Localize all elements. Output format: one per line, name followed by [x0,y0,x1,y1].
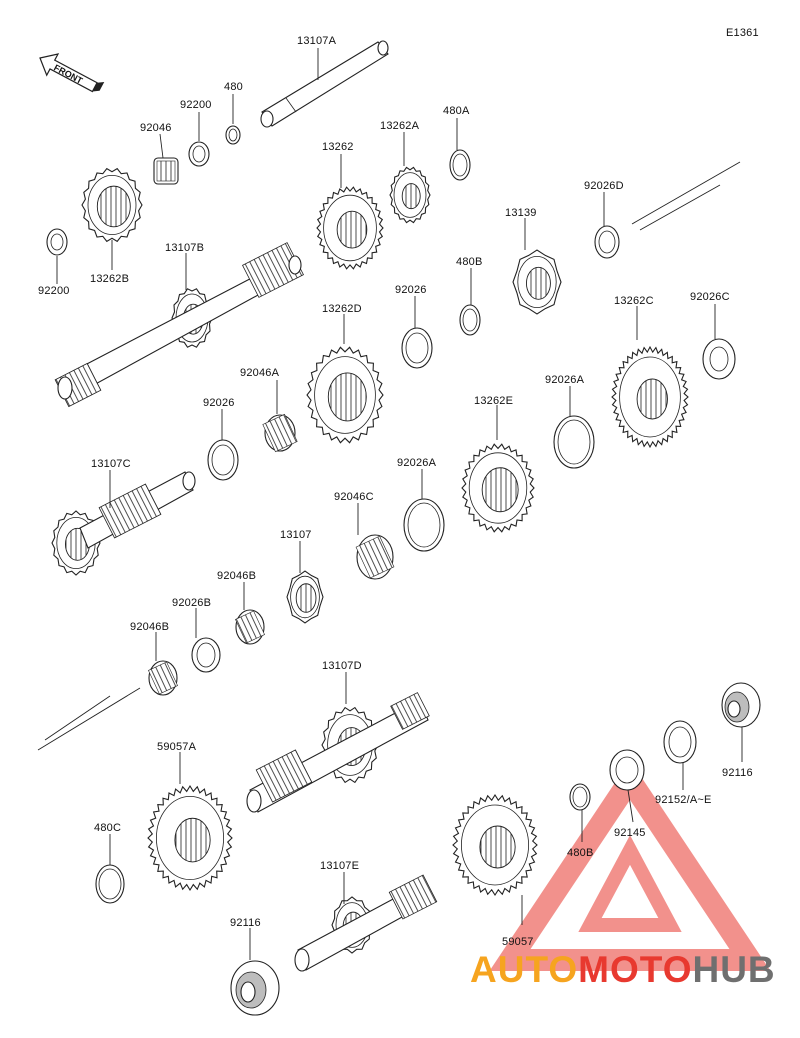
ring-480 [225,125,241,145]
label-13107C: 13107C [91,458,131,470]
bearing-92046B-upper [235,609,265,645]
gear-13262A [389,166,431,224]
gear-59057A [147,784,233,892]
label-13262A: 13262A [380,120,420,132]
watermark-triangle [489,760,771,971]
label-13107A: 13107A [297,35,337,47]
washer-92026C [702,338,736,380]
washer-92026A-upper [553,415,595,469]
label-13107D: 13107D [322,660,362,672]
washer-92200-top [188,141,210,167]
shaft-13107D [246,692,430,813]
watermark-moto: MOTO [578,949,692,990]
label-92046C: 92046C [334,491,374,503]
gear-13262 [316,186,384,270]
washer-92026A-lower [403,498,445,552]
diagram-code: E1361 [726,27,759,39]
label-480C: 480C [94,822,121,834]
label-92046A: 92046A [240,367,280,379]
label-13262C: 13262C [614,295,654,307]
label-92026C: 92026C [690,291,730,303]
svg-text:AUTOMOTOHUB: AUTOMOTOHUB [470,949,776,990]
label-13107B: 13107B [165,242,204,254]
washer-92026-upper [401,327,433,369]
label-59057: 59057 [502,936,534,948]
label-92152: 92152/A~E [655,794,712,806]
gear-59057 [452,793,538,897]
bearing-92046-top [153,157,179,185]
label-92116-right: 92116 [722,767,753,779]
bearing-92046B-lower [148,660,178,696]
label-13262: 13262 [322,141,354,153]
gear-13262D [306,346,384,444]
shim-92152 [663,720,697,764]
front-arrow-icon: FRONT [39,53,105,93]
hub-13107 [286,570,324,624]
label-92026B: 92026B [172,597,211,609]
watermark-logo [489,760,771,971]
bearing-92116-right [721,682,761,728]
label-92026D: 92026D [584,180,624,192]
label-13139: 13139 [505,207,537,219]
label-13262B: 13262B [90,273,129,285]
label-480B-top: 480B [456,256,483,268]
ring-480B-bottom [569,783,591,811]
washer-92026D [594,225,620,259]
gear-group [51,166,689,954]
label-92046B-upper: 92046B [217,570,256,582]
washer-92200-left [46,228,68,256]
washer-92145 [609,749,645,791]
washer-92026-lower [207,439,239,481]
label-13107E: 13107E [320,860,359,872]
label-480B-bottom: 480B [567,847,594,859]
label-92026-lower: 92026 [203,397,235,409]
hub-13139 [512,249,562,315]
label-92026A-upper: 92026A [545,374,585,386]
label-92200-left: 92200 [38,285,70,297]
label-59057A: 59057A [157,741,197,753]
label-480A: 480A [443,105,470,117]
watermark-inner-mark [578,835,682,932]
shaft-13107A [260,40,389,128]
gear-13262B [81,167,143,243]
label-480: 480 [224,81,243,93]
label-13107: 13107 [280,529,312,541]
label-92145: 92145 [614,827,646,839]
collar-92026B [191,637,221,673]
bearing-92046C [355,534,395,580]
watermark-text: AUTOMOTOHUB [470,949,776,990]
shaft-13107C [79,471,196,549]
front-label: FRONT [52,62,85,86]
gear-13262E [461,443,535,533]
label-92026A-lower: 92026A [397,457,437,469]
watermark-auto: AUTO [470,949,578,990]
label-13262E: 13262E [474,395,513,407]
label-92116-bottom: 92116 [230,917,261,929]
bearing-92046A [262,413,298,453]
label-92046-top: 92046 [140,122,172,134]
part-labels: 13107A 480 92200 92046 92200 13262B 1310… [38,35,753,960]
watermark-hub: HUB [692,949,775,990]
ring-480C [95,864,125,904]
label-92200-top: 92200 [180,99,212,111]
guide-lines [37,161,741,751]
shaft-13107E [294,874,438,972]
ring-480A [449,149,471,181]
label-92046B-lower: 92046B [130,621,169,633]
label-92026-upper: 92026 [395,284,427,296]
shaft-13107B [54,242,304,408]
ring-480B-top [459,304,481,336]
label-13262D: 13262D [322,303,362,315]
gear-13262C [611,345,689,449]
bearing-92116-bottom [230,960,280,1016]
